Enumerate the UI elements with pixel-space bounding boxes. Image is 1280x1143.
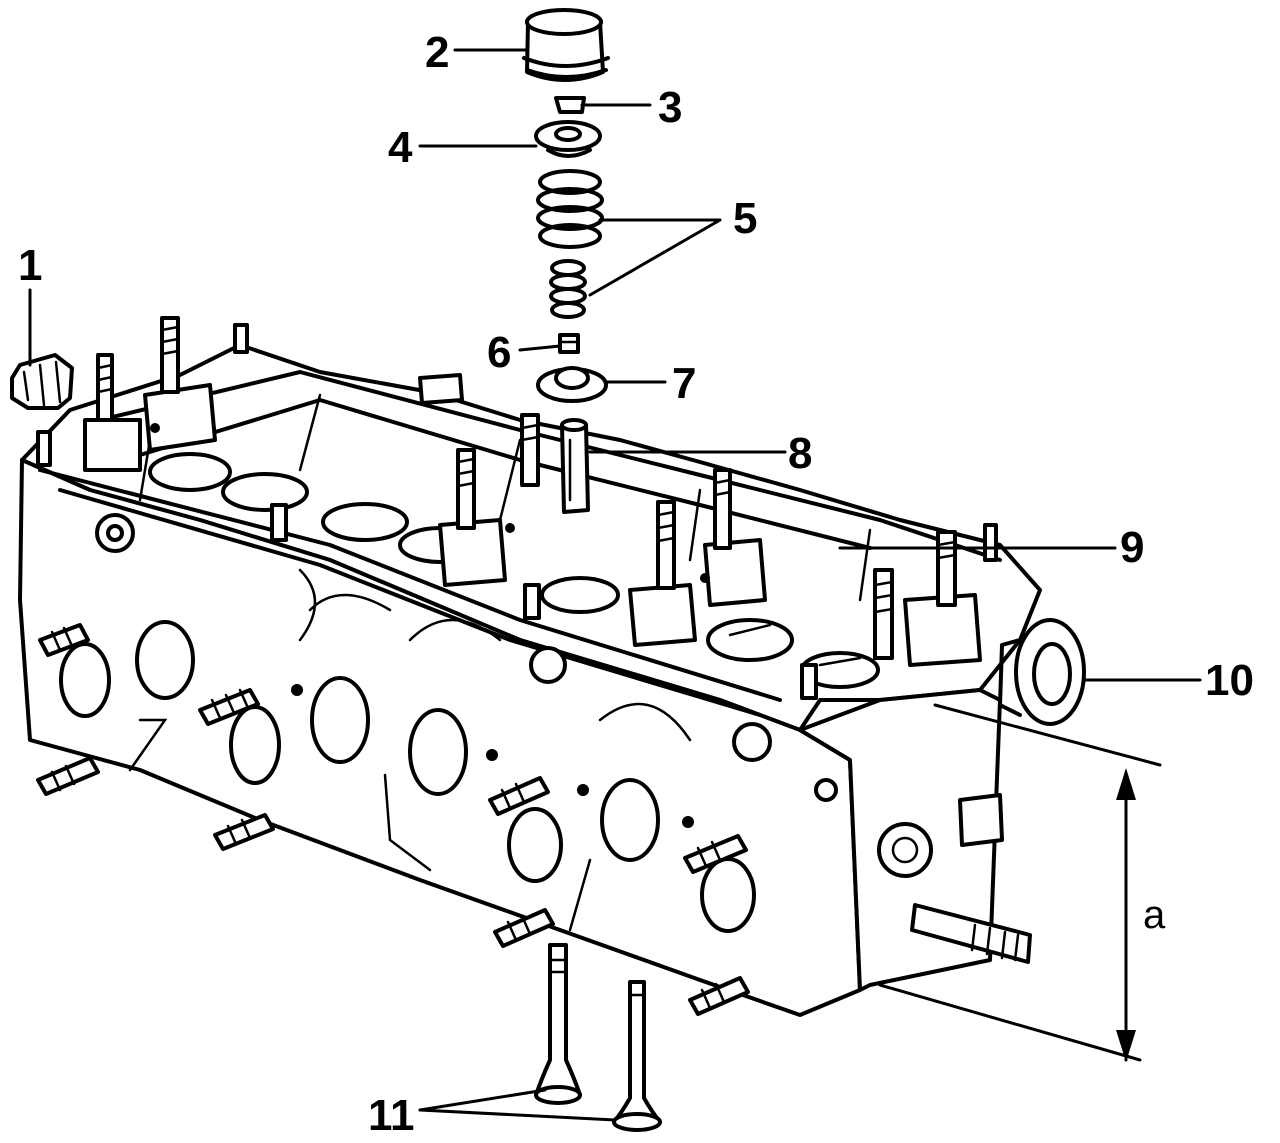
label-10: 10	[1205, 656, 1254, 705]
part-11-valves	[534, 943, 662, 1132]
part-2-tappet	[522, 8, 610, 82]
label-1: 1	[18, 241, 42, 290]
label-7: 7	[672, 359, 696, 408]
part-8-valve-guide	[560, 418, 590, 514]
part-4-retainer	[534, 120, 602, 158]
part-3-collets	[554, 96, 586, 114]
label-3: 3	[658, 83, 682, 132]
part-1-bracket	[10, 353, 74, 410]
labels: 1 2 3 4 5 6 7 8 9 10 11 a	[18, 28, 1254, 1140]
part-6-stem-seal	[558, 333, 580, 354]
label-dimension-a: a	[1143, 893, 1166, 937]
leader-lines	[28, 48, 1202, 1122]
label-6: 6	[487, 328, 511, 377]
label-4: 4	[388, 123, 413, 172]
label-8: 8	[788, 429, 812, 478]
dimension-a	[878, 703, 1162, 1062]
label-5: 5	[733, 194, 757, 243]
label-11: 11	[368, 1091, 415, 1140]
part-7-spring-seat	[536, 366, 608, 403]
label-9: 9	[1120, 523, 1144, 572]
cylinder-head	[18, 316, 1086, 1017]
part-5-valve-springs	[536, 169, 604, 319]
label-2: 2	[425, 28, 449, 77]
